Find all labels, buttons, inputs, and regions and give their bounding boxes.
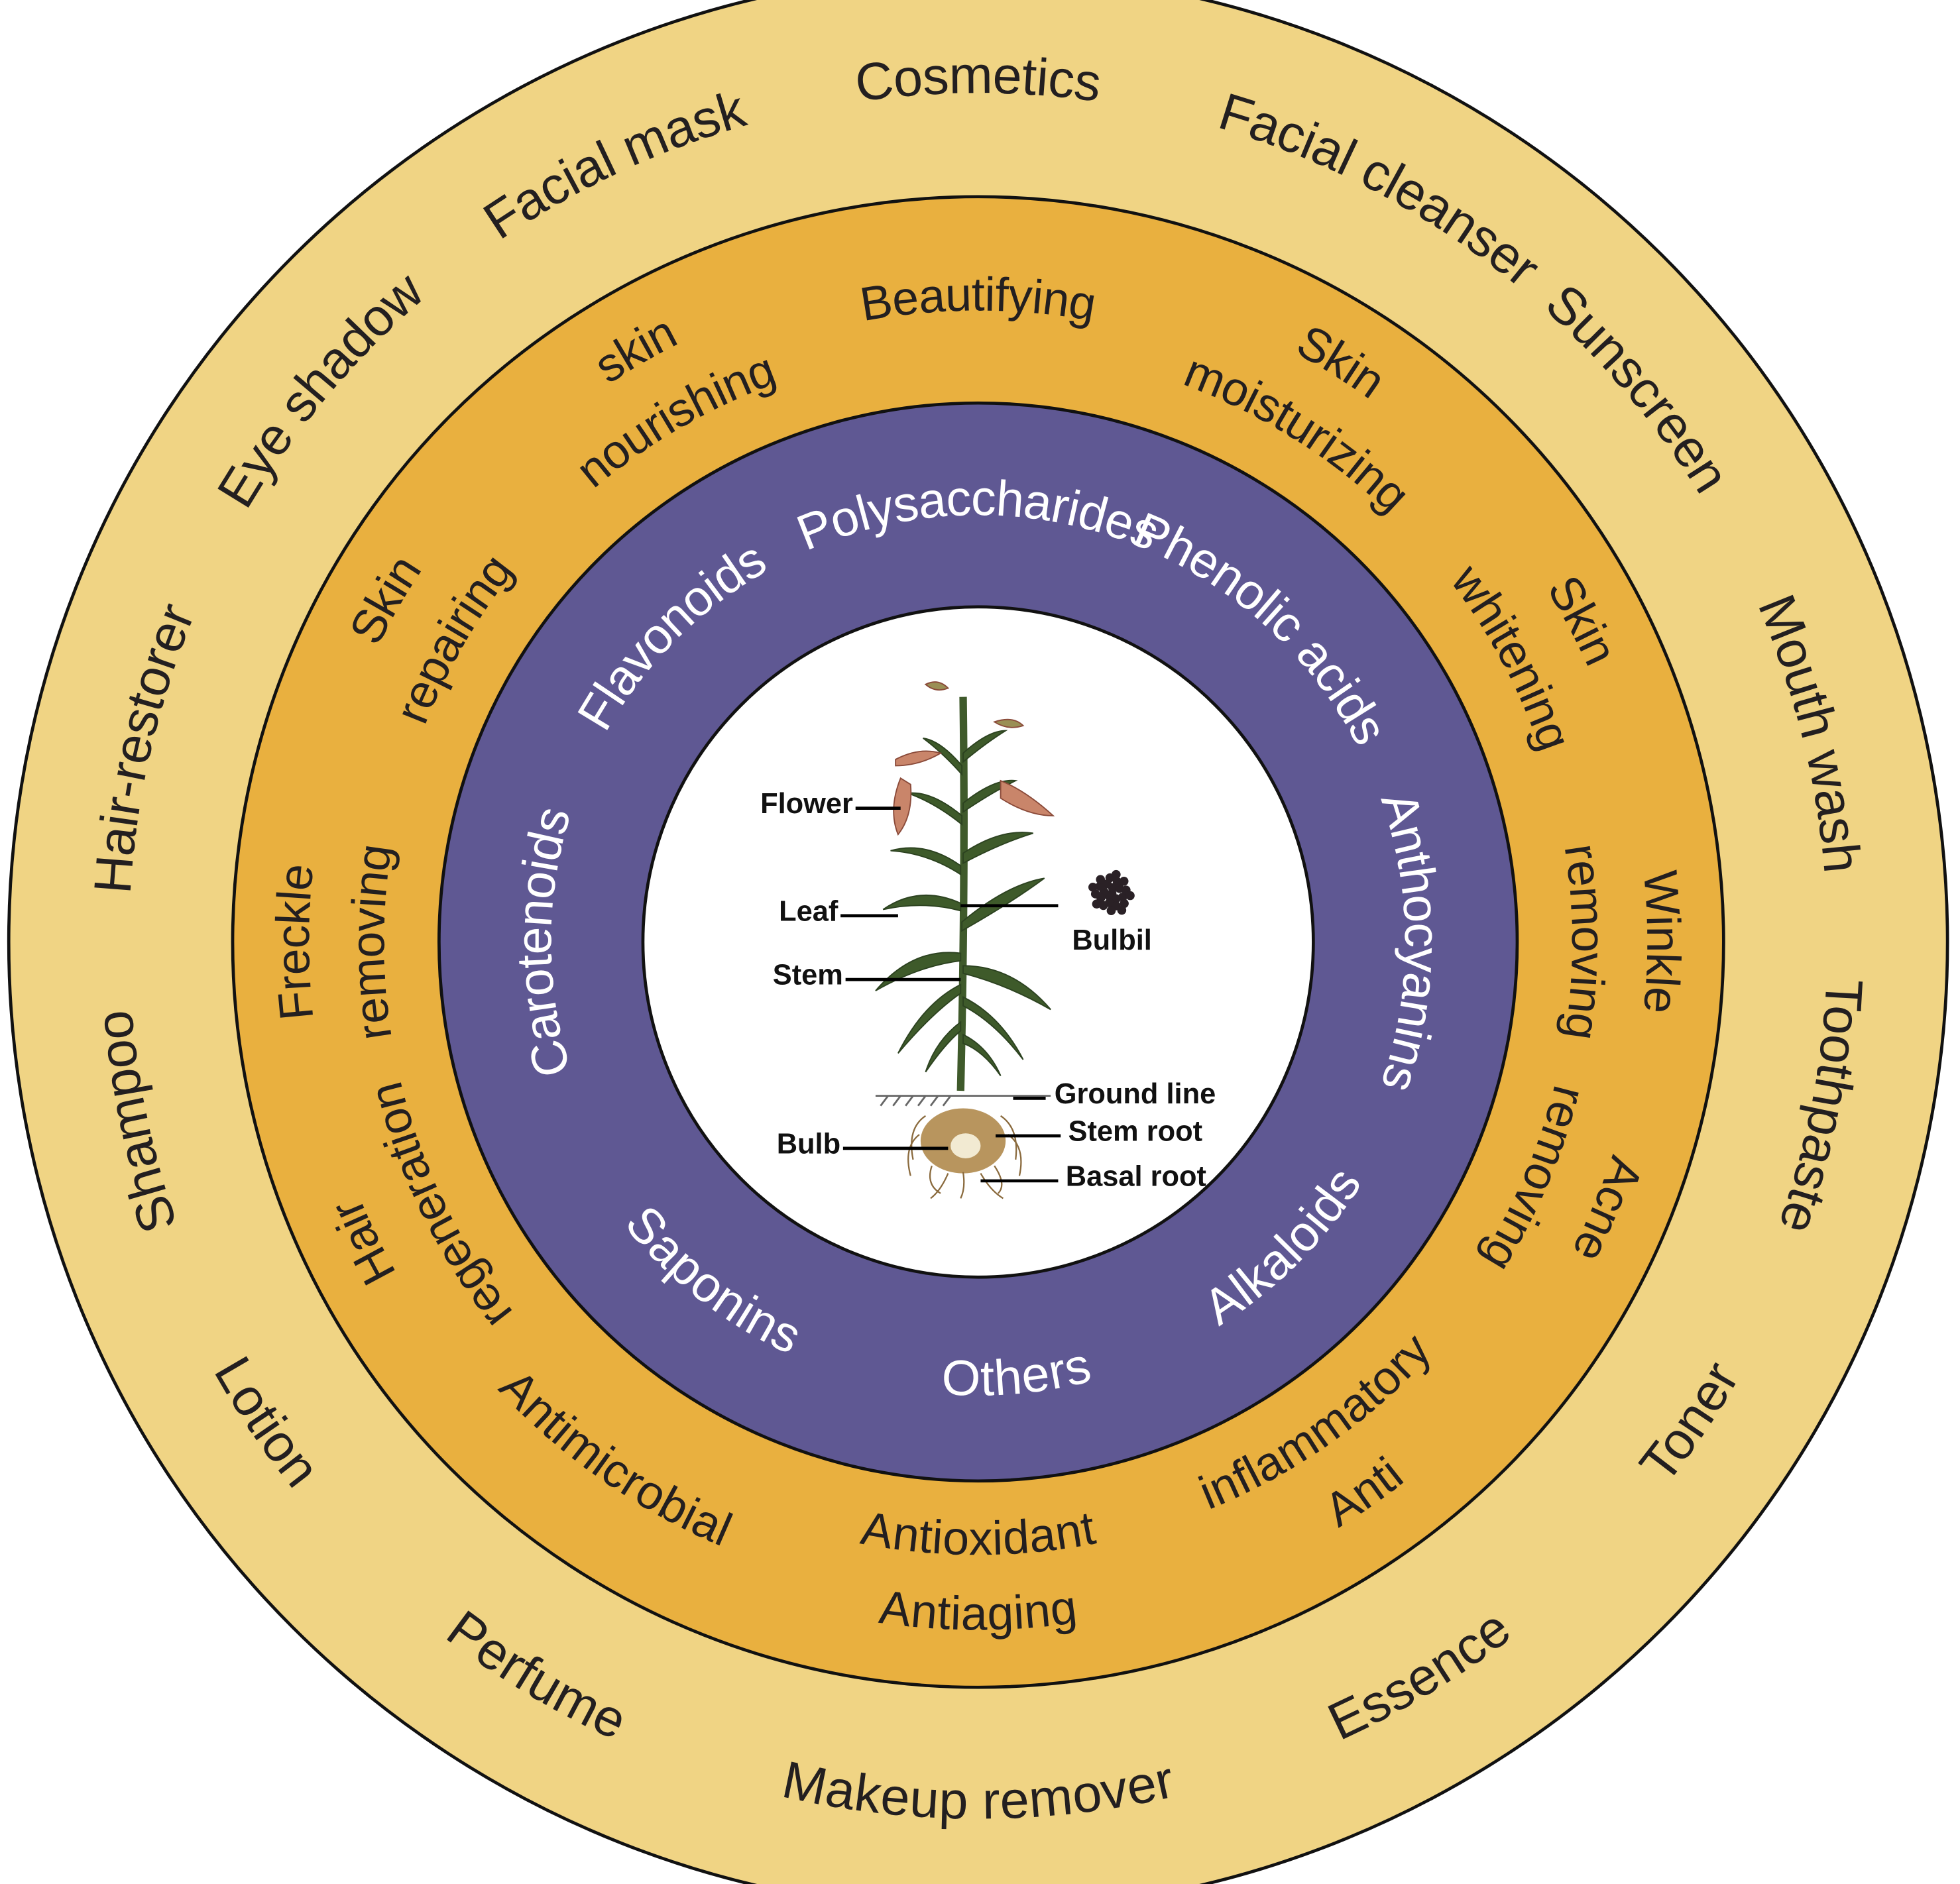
plant-bulb-roots [907, 1108, 1022, 1199]
bulbil-bead [1117, 905, 1127, 915]
plant-flowers [893, 681, 1055, 836]
lily-plant-illustration: Flower Leaf Stem Bulbil Ground line Bulb… [760, 681, 1216, 1199]
stem-root-label: Stem root [1068, 1116, 1203, 1148]
bulbil-bead [1095, 881, 1105, 891]
stem-label: Stem [773, 960, 843, 991]
bulbil-bead [1112, 877, 1122, 887]
bulbil-bead [1096, 875, 1106, 885]
basal-root-label: Basal root [1066, 1160, 1206, 1192]
bulbil-bead [1092, 899, 1102, 909]
bulbil-bead [1098, 901, 1108, 911]
bulbil-bead [1088, 883, 1098, 892]
middle-ring-label: removing [1554, 840, 1615, 1043]
ground-line [875, 1095, 1051, 1107]
middle-ring-label: Beautifying [856, 268, 1100, 331]
bulbil-label: Bulbil [1072, 924, 1152, 956]
bulbil-bead [1119, 876, 1129, 886]
bulb-label: Bulb [777, 1128, 840, 1160]
middle-ring-label: Freckle [266, 861, 323, 1023]
middle-ring-label: removing [341, 841, 402, 1044]
center-plant-circle [641, 605, 1315, 1279]
ground-line-label: Ground line [1055, 1078, 1216, 1110]
bulbil-bead [1106, 906, 1116, 915]
bulbil-bead [1125, 891, 1135, 901]
bulbil-cluster [1088, 869, 1135, 915]
outer-ring-label: Cosmetics [852, 45, 1104, 113]
bulbil-bead [1112, 869, 1121, 879]
leaf-label: Leaf [779, 895, 838, 927]
flower-label: Flower [760, 788, 853, 820]
middle-ring-label: Antiaging [876, 1580, 1080, 1640]
middle-ring-label: Winkle [1633, 869, 1690, 1016]
plant-stem [956, 696, 968, 1091]
